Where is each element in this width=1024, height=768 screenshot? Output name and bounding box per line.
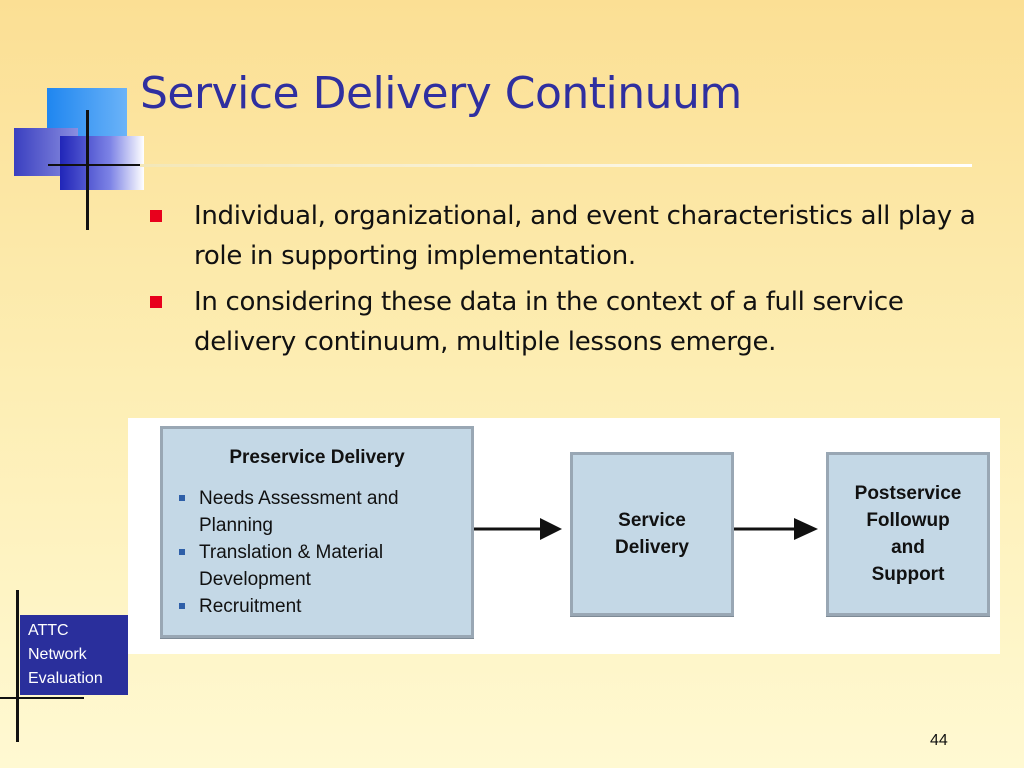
- preservice-box: Preservice Delivery Needs Assessment and…: [160, 426, 474, 638]
- list-item: Needs Assessment and Planning: [179, 485, 471, 539]
- list-item: Recruitment: [179, 593, 471, 620]
- arrow-head-2-icon: [794, 518, 818, 540]
- slide-title: Service Delivery Continuum: [140, 68, 742, 119]
- square-bullet-icon: [150, 296, 162, 308]
- logo-horizontal-line: [48, 164, 140, 166]
- list-item-text: Translation & Material Development: [199, 542, 384, 590]
- bullet-text: Individual, organizational, and event ch…: [194, 201, 976, 271]
- bullet-item: Individual, organizational, and event ch…: [146, 196, 1006, 276]
- bullet-list: Individual, organizational, and event ch…: [146, 196, 1006, 368]
- bullet-item: In considering these data in the context…: [146, 282, 1006, 362]
- logo-vertical-line: [86, 110, 89, 230]
- service-delivery-box: Service Delivery: [570, 452, 734, 616]
- square-bullet-icon: [179, 603, 185, 609]
- bullet-text: In considering these data in the context…: [194, 287, 904, 357]
- square-bullet-icon: [179, 549, 185, 555]
- footer-line: Evaluation: [28, 670, 103, 687]
- list-item: Translation & Material Development: [179, 539, 471, 593]
- diagram-arrows: [474, 518, 818, 540]
- square-bullet-icon: [179, 495, 185, 501]
- page-number: 44: [930, 732, 948, 749]
- footer-line: Network: [28, 646, 87, 663]
- arrow-head-1-icon: [540, 518, 562, 540]
- title-rule: [140, 164, 972, 167]
- list-item-text: Needs Assessment and Planning: [199, 488, 399, 536]
- list-item-text: Recruitment: [199, 596, 302, 617]
- footer-horizontal-line: [0, 697, 84, 699]
- service-delivery-label: Service Delivery: [615, 510, 689, 558]
- footer-line: ATTC: [28, 622, 69, 639]
- footer-badge: ATTC Network Evaluation: [20, 615, 128, 695]
- square-bullet-icon: [150, 210, 162, 222]
- postservice-box: Postservice Followup and Support: [826, 452, 990, 616]
- service-continuum-diagram: Preservice Delivery Needs Assessment and…: [128, 418, 1000, 654]
- footer-vertical-line: [16, 590, 19, 742]
- postservice-label: Postservice Followup and Support: [854, 483, 962, 585]
- logo-square-indigo: [60, 136, 144, 190]
- preservice-list: Needs Assessment and Planning Translatio…: [163, 485, 471, 620]
- preservice-title: Preservice Delivery: [229, 447, 405, 468]
